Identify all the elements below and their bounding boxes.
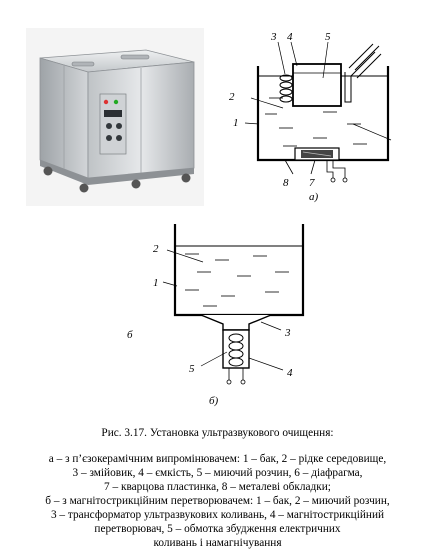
fig-b-label-3: 3 xyxy=(284,327,291,339)
caption-line: 3 – змійовик, 4 – ємкість, 5 – миючий ро… xyxy=(72,467,363,479)
fig-a-sublabel: а) xyxy=(309,191,319,203)
fig-b-label-b: б xyxy=(127,329,133,341)
fig-b-label-5: 5 xyxy=(189,363,195,375)
caption-line: 7 – кварцова пластинка, 8 – металеві обк… xyxy=(104,481,331,493)
caption-line: 3 – трансформатор ультразвукових коливан… xyxy=(50,509,385,521)
fig-b-label-1: 1 xyxy=(153,277,159,289)
figure-caption-title: Рис. 3.17. Установка ультразвукового очи… xyxy=(101,427,334,439)
fig-b-sublabel: б) xyxy=(209,395,219,407)
diagram-piezoceramic-cleaner: 3 4 5 2 1 8 7 а) xyxy=(229,31,392,203)
caption-line: а – з п’єзокерамічним випромінювачем: 1 … xyxy=(48,453,387,465)
caption-line: коливань і намагнічування xyxy=(153,537,282,549)
fig-a-label-8: 8 xyxy=(283,177,289,189)
fig-b-label-4: 4 xyxy=(287,367,293,379)
fig-b-label-2: 2 xyxy=(153,243,159,255)
fig-a-label-3: 3 xyxy=(270,31,277,43)
diagram-magnetostrictive-cleaner: 2 1 б 3 5 4 б) xyxy=(127,224,305,407)
figure-caption-legend: а – з п’єзокерамічним випромінювачем: 1 … xyxy=(0,452,435,550)
fig-a-label-5: 5 xyxy=(325,31,331,43)
ultrasonic-cleaner-photo xyxy=(26,28,204,206)
fig-a-label-4: 4 xyxy=(287,31,293,43)
caption-line: перетворювач, 5 – обмотка збудження елек… xyxy=(94,523,341,535)
caption-line: б – з магнітострикційним перетворювачем:… xyxy=(45,495,390,507)
fig-a-label-2: 2 xyxy=(229,91,235,103)
fig-a-label-1: 1 xyxy=(233,117,239,129)
fig-a-label-7: 7 xyxy=(309,177,315,189)
